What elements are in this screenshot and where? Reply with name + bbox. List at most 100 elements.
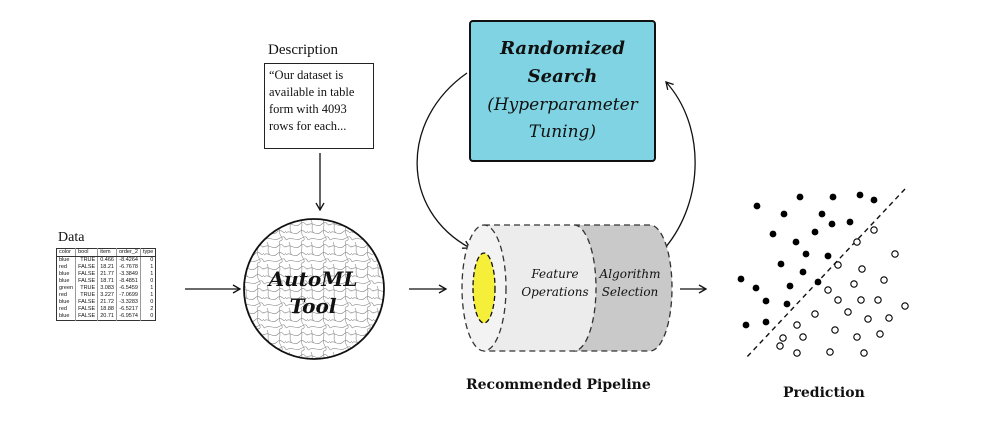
table-cell: blue (59, 278, 70, 284)
filled-point (856, 191, 864, 199)
open-point (891, 250, 899, 258)
table-cell: 2 (139, 306, 156, 313)
description-box: “Our dataset is available in table form … (264, 63, 374, 149)
table-cell: 21.77 (97, 271, 117, 278)
filled-point (829, 193, 837, 201)
table-cell: -8.4851 (115, 278, 141, 285)
table-cell: FALSE (75, 313, 98, 321)
filled-point (737, 275, 745, 283)
table-cell: blue (59, 271, 70, 277)
filled-point (742, 321, 750, 329)
table-cell: 1 (139, 271, 156, 278)
table-cell: 0.466 (97, 256, 117, 264)
table-cell: -3.3849 (115, 271, 141, 278)
table-cell: order_2 (115, 248, 141, 257)
table-cell: TRUE (75, 256, 98, 264)
open-point (901, 302, 909, 310)
table-cell: TRUE (75, 292, 98, 299)
table-cell: 0 (139, 313, 156, 321)
filled-point (799, 268, 807, 276)
feature-operations-label: Feature (531, 267, 579, 281)
open-point (853, 238, 861, 246)
open-point (824, 286, 832, 294)
table-cell: bool (75, 248, 98, 257)
table-cell: red (59, 292, 67, 298)
filled-point (792, 238, 800, 246)
table-cell: -7.0699 (115, 292, 141, 299)
filled-point (783, 300, 791, 308)
open-point (864, 315, 872, 323)
randomized-search-line1: Randomized (500, 38, 625, 59)
table-cell: blue (59, 313, 70, 319)
algorithm-segment (573, 224, 673, 352)
description-line: rows for each... (269, 119, 347, 133)
table-cell: green (59, 285, 74, 291)
table-cell: 0 (139, 256, 156, 264)
table-cell: FALSE (75, 306, 98, 313)
open-point (857, 296, 865, 304)
open-point (885, 314, 893, 322)
feature-segment (483, 224, 597, 352)
filled-point (769, 230, 777, 238)
filled-point (753, 202, 761, 210)
automl-tool-circle (243, 218, 385, 360)
table-cell: 20.71 (97, 313, 117, 321)
algorithm-selection-label: Selection (601, 285, 659, 299)
filled-point (777, 260, 785, 268)
table-cell: blue (59, 299, 70, 305)
table-cell: -3.3283 (115, 299, 141, 306)
filled-point (824, 252, 832, 260)
filled-point (762, 318, 770, 326)
open-point (880, 276, 888, 284)
open-point (860, 349, 868, 357)
table-cell: -6.5217 (115, 306, 141, 313)
randomized-search-box: Randomized Search (Hyperparameter Tuning… (469, 20, 656, 162)
search-to-pipeline-arrow (416, 72, 472, 249)
filled-point (796, 193, 804, 201)
open-point (793, 349, 801, 357)
table-cell: FALSE (75, 278, 98, 285)
table-cell: FALSE (75, 299, 98, 306)
table-cell: 1 (139, 264, 156, 271)
open-point (853, 333, 861, 341)
table-cell: color (56, 248, 76, 257)
filled-point (870, 196, 878, 204)
table-cell: 3.083 (97, 285, 117, 292)
open-point (834, 261, 842, 269)
open-point (874, 296, 882, 304)
automl-label-line2: Tool (289, 294, 337, 318)
table-cell: FALSE (75, 271, 98, 278)
randomized-search-line3: (Hyperparameter (487, 95, 638, 115)
open-point (793, 321, 801, 329)
table-cell: -6.5459 (115, 285, 141, 292)
table-cell: -6.7678 (115, 264, 141, 271)
table-cell: type (139, 248, 156, 257)
table-cell: FALSE (75, 264, 98, 271)
description-line: “Our dataset is (269, 68, 344, 82)
description-line: available in table (269, 85, 355, 99)
table-cell: 21.72 (97, 299, 117, 306)
description-title: Description (268, 42, 338, 58)
description-line: form with 4093 (269, 102, 347, 116)
pipeline-to-search-arrow (664, 81, 696, 249)
open-point (834, 296, 842, 304)
open-point (826, 348, 834, 356)
table-cell: blue (59, 257, 70, 263)
open-point (870, 226, 878, 234)
prediction-label: Prediction (783, 385, 865, 401)
table-cell: 0 (139, 299, 156, 306)
table-cell: 18.88 (97, 306, 117, 313)
filled-point (802, 250, 810, 258)
open-point (779, 334, 787, 342)
filled-point (828, 220, 836, 228)
decision-boundary (745, 188, 906, 359)
